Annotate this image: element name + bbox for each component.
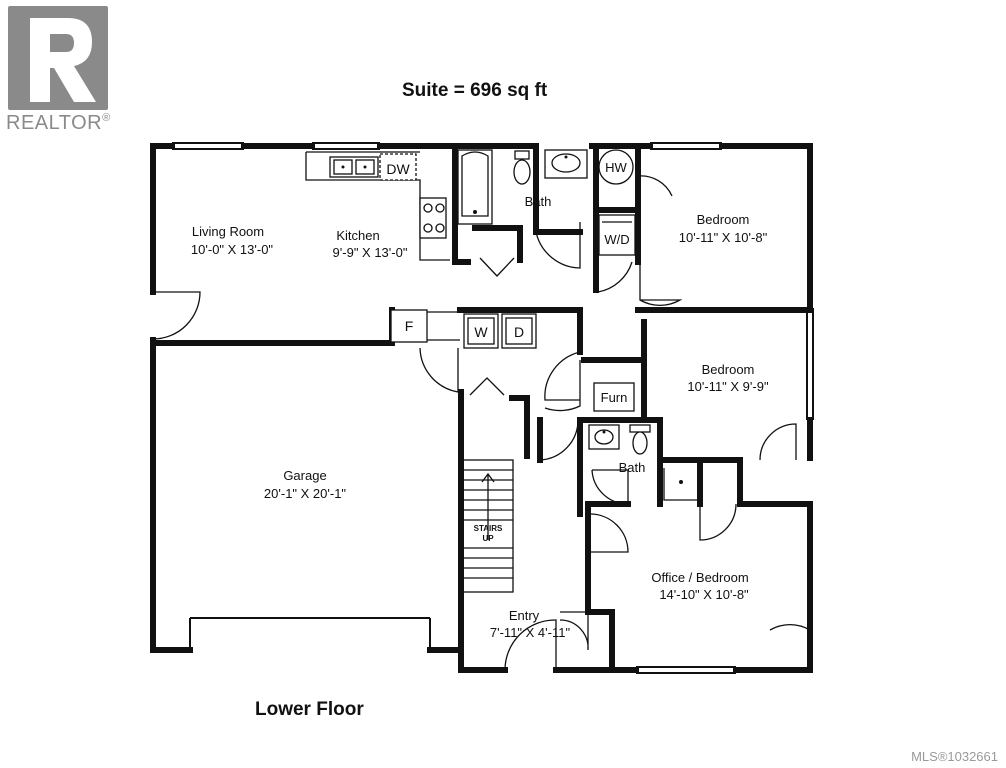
office-size: 14'-10" X 10'-8" <box>659 587 749 602</box>
kitchen-name: Kitchen <box>336 228 379 243</box>
room-labels: Living Room 10'-0" X 13'-0" Kitchen 9'-9… <box>191 194 769 640</box>
entry-name: Entry <box>509 608 540 623</box>
dishwasher-icon <box>379 153 417 181</box>
dryer-icon <box>501 313 537 349</box>
kitchen-fixtures: DW <box>305 151 450 261</box>
realtor-r-icon <box>8 6 108 110</box>
lower-bath-sink-icon <box>588 424 620 450</box>
furnace-icon <box>593 382 635 412</box>
washer-label: W <box>474 324 488 340</box>
upper-bath-fixtures: HW W/D <box>457 149 636 256</box>
stairs-direction-label: UP <box>482 534 494 543</box>
dryer-label: D <box>514 324 524 340</box>
lower-toilet-icon <box>632 431 648 455</box>
lower-bath-name: Bath <box>619 460 646 475</box>
bedroom-2-name: Bedroom <box>702 362 755 377</box>
registered-mark: ® <box>102 112 111 124</box>
garage-size: 20'-1" X 20'-1" <box>264 486 347 501</box>
doors <box>152 175 811 671</box>
lower-toilet-tank-icon <box>629 424 651 433</box>
kitchen-sink-icon <box>329 156 379 178</box>
washer-dryer-label: W/D <box>604 232 629 247</box>
washer-icon <box>463 313 499 349</box>
fridge-icon <box>390 309 428 343</box>
bedroom-2-size: 10'-11" X 9'-9" <box>687 379 769 394</box>
floor-name: Lower Floor <box>255 699 364 720</box>
fridge-label: F <box>405 318 414 334</box>
realtor-wordmark-text: REALTOR <box>6 112 103 134</box>
living-room-name: Living Room <box>192 224 264 239</box>
office-name: Office / Bedroom <box>651 570 748 585</box>
toilet-icon <box>513 159 531 185</box>
dishwasher-label: DW <box>386 161 410 177</box>
living-room-size: 10'-0" X 13'-0" <box>191 242 274 257</box>
toilet-tank-icon <box>514 150 530 160</box>
bedroom-1-name: Bedroom <box>697 212 750 227</box>
stairs: STAIRS UP <box>462 459 514 593</box>
laundry-fixtures: F W D Furn <box>390 309 635 412</box>
realtor-logo: REALTOR® <box>0 0 120 140</box>
lower-bath-fixtures <box>588 424 699 501</box>
entry-size: 7'-11" X 4'-11" <box>490 625 571 640</box>
garage-name: Garage <box>283 468 326 483</box>
water-heater-icon <box>598 149 634 185</box>
kitchen-size: 9'-9" X 13'-0" <box>333 245 408 260</box>
suite-area-title: Suite = 696 sq ft <box>402 80 548 101</box>
realtor-wordmark: REALTOR® <box>6 112 111 135</box>
upper-bath-name: Bath <box>525 194 552 209</box>
mls-number: MLS®1032661 <box>911 749 998 764</box>
furnace-label: Furn <box>601 390 628 405</box>
water-heater-label: HW <box>605 160 627 175</box>
shower-icon <box>663 468 699 501</box>
stairs-label: STAIRS <box>474 524 503 533</box>
bedroom-1-size: 10'-11" X 10'-8" <box>679 230 768 245</box>
